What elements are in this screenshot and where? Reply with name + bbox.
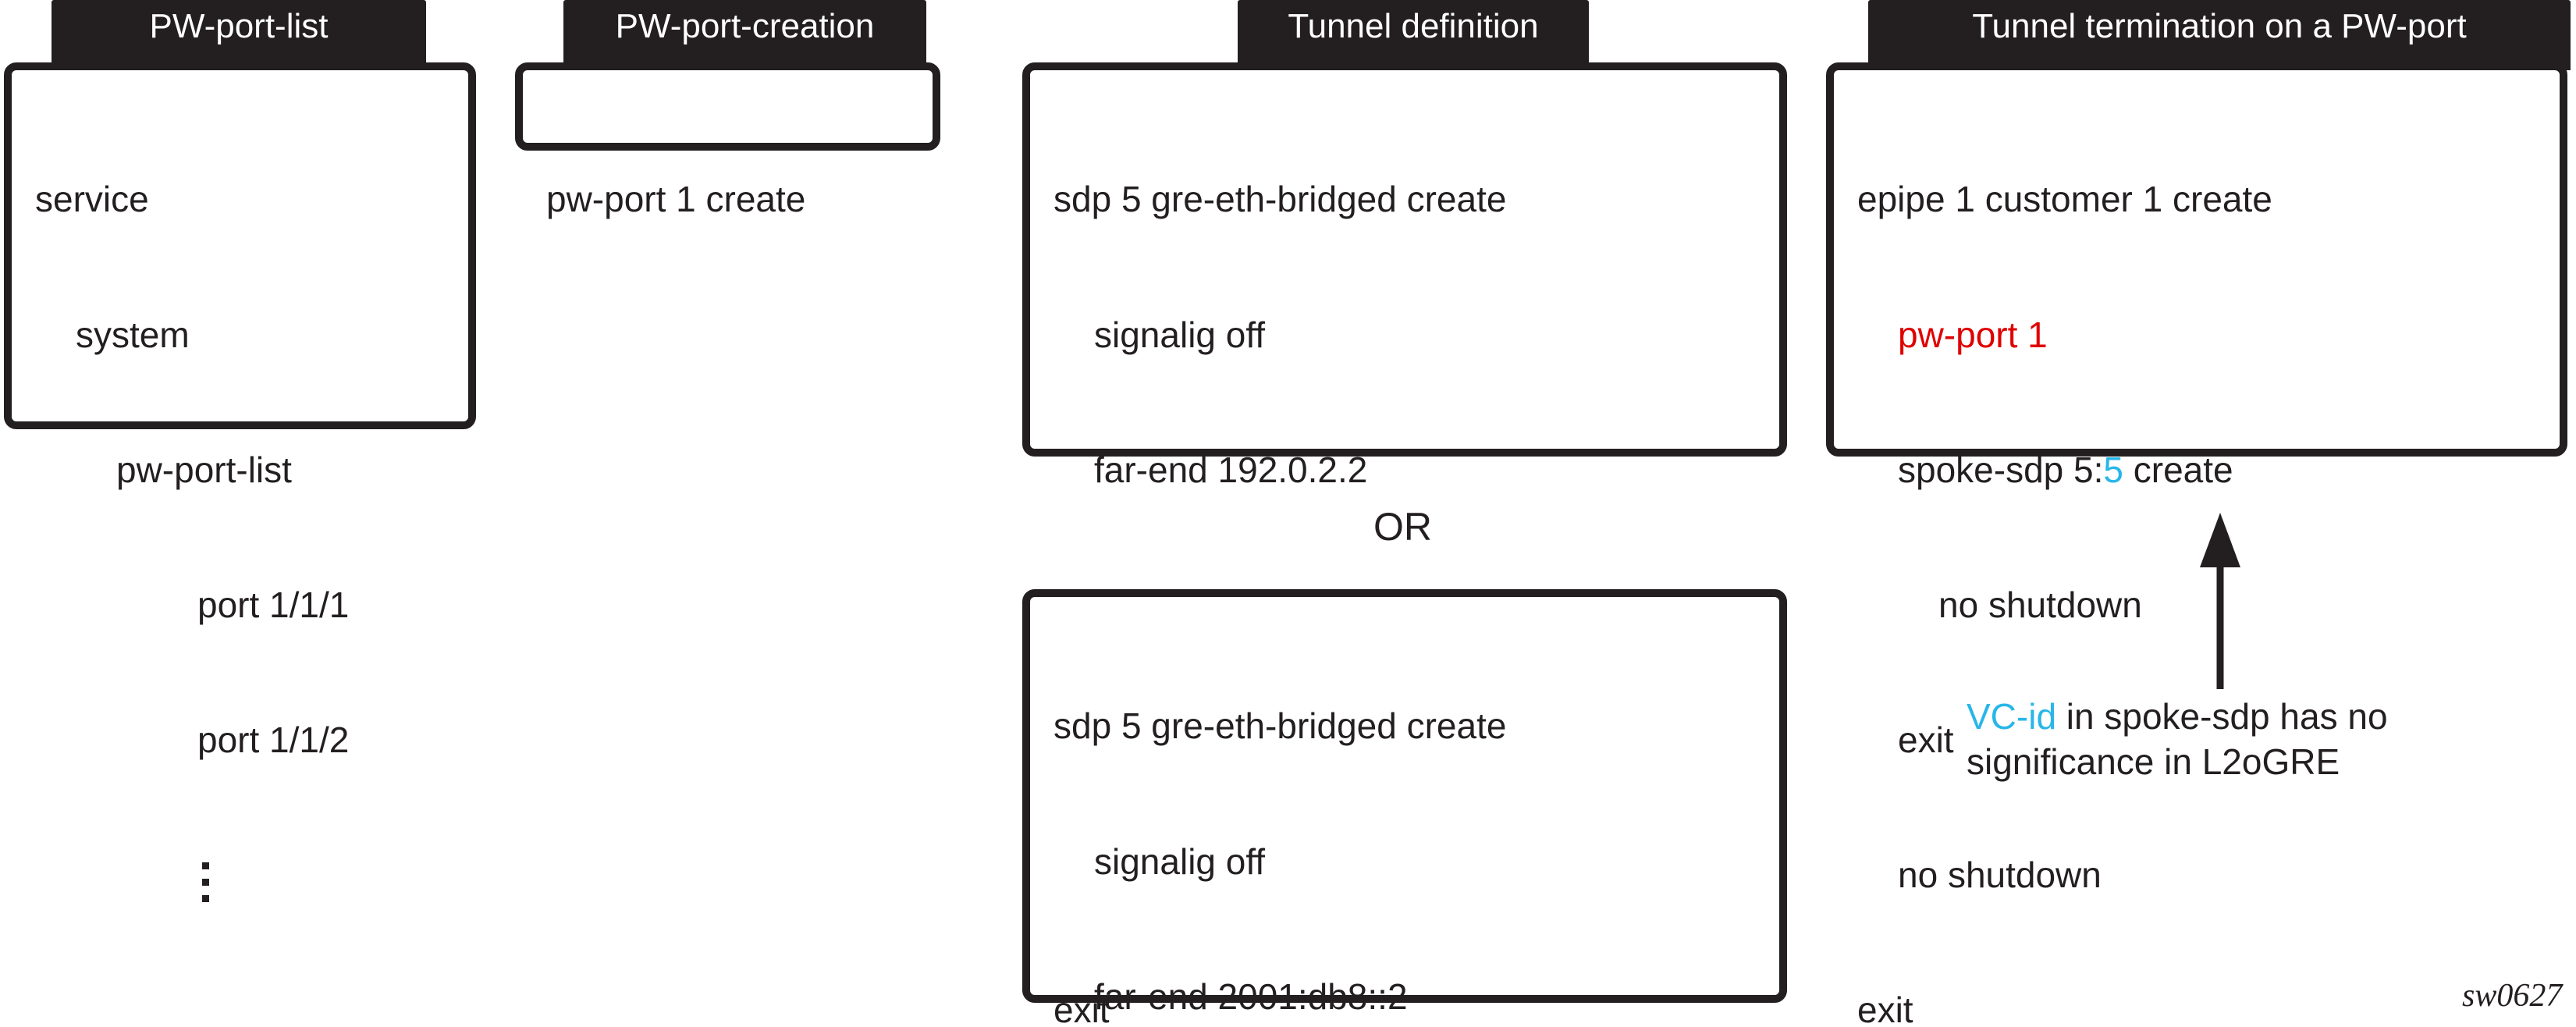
code-line: sdp 5 gre-eth-bridged create [1053,705,1507,747]
code-listing-tunnel-termination: epipe 1 customer 1 create pw-port 1 spok… [1834,70,2560,1027]
code-line: no shutdown [1938,584,2142,625]
or-label: OR [1373,505,1432,549]
annotation-line-1-rest: in spoke-sdp has no [2056,696,2388,737]
spoke-sdp-suffix: create [2123,449,2233,490]
panel-title-pw-port-creation: PW-port-creation [563,0,926,70]
panel-title-tunnel-definition: Tunnel definition [1238,0,1589,70]
panel-pw-port-list: service system pw-port-list port 1/1/1 p… [4,62,476,903]
annotation-vc-id-highlight: VC-id [1967,696,2057,737]
code-line: far-end 192.0.2.2 [1094,449,1368,490]
code-line: service [35,179,149,220]
code-line-pw-port-highlight: pw-port 1 [1898,314,2048,355]
code-line-spoke-sdp: spoke-sdp 5:5 create [1857,448,2536,493]
code-line: epipe 1 customer 1 create [1857,179,2272,220]
spoke-sdp-prefix: spoke-sdp 5: [1898,449,2104,490]
code-line: sdp 5 gre-eth-bridged create [1053,179,1507,220]
code-line: pw-port 1 create [546,179,806,220]
annotation-line-2: significance in L2oGRE [1967,741,2340,782]
figure-id-label: sw0627 [2462,978,2563,1014]
panel-tunnel-termination: epipe 1 customer 1 create pw-port 1 spok… [1826,62,2567,1027]
code-line: port 1/1/2 [197,720,350,761]
panel-pw-port-creation: pw-port 1 create [515,62,940,219]
code-line: signalig off [1094,314,1266,355]
code-line: signalig off [1094,840,1266,882]
code-listing-pw-port-creation: pw-port 1 create [523,70,933,321]
vc-id-annotation: VC-id in spoke-sdp has no significance i… [1967,695,2560,784]
code-line: system [76,314,190,355]
panel-tunnel-definition-ipv6: sdp 5 gre-eth-bridged create signalig of… [1022,589,1787,1017]
code-line: far-end 2001:db8::2 [1094,975,1408,1017]
panel-title-tunnel-termination: Tunnel termination on a PW-port [1868,0,2571,70]
vc-id-value: 5 [2103,449,2123,490]
code-line: exit [1898,720,1954,761]
code-line: pw-port-list [116,449,292,490]
code-line: exit [1857,990,1913,1027]
code-line: no shutdown [1898,855,2102,896]
annotation-line-1: VC-id in spoke-sdp has no [1967,695,2560,740]
code-line: port 1/1/1 [197,584,350,625]
panel-tunnel-definition-ipv4: sdp 5 gre-eth-bridged create signalig of… [1022,62,1787,1027]
arrow-up-icon [2200,513,2240,689]
callout-arrow-up [2185,511,2255,691]
panel-title-pw-port-list: PW-port-list [52,0,426,70]
code-listing-tunnel-definition-ipv6: sdp 5 gre-eth-bridged create signalig of… [1030,597,1779,1027]
code-listing-pw-port-list: service system pw-port-list port 1/1/1 p… [12,70,468,1000]
vertical-ellipsis-icon [35,862,445,903]
